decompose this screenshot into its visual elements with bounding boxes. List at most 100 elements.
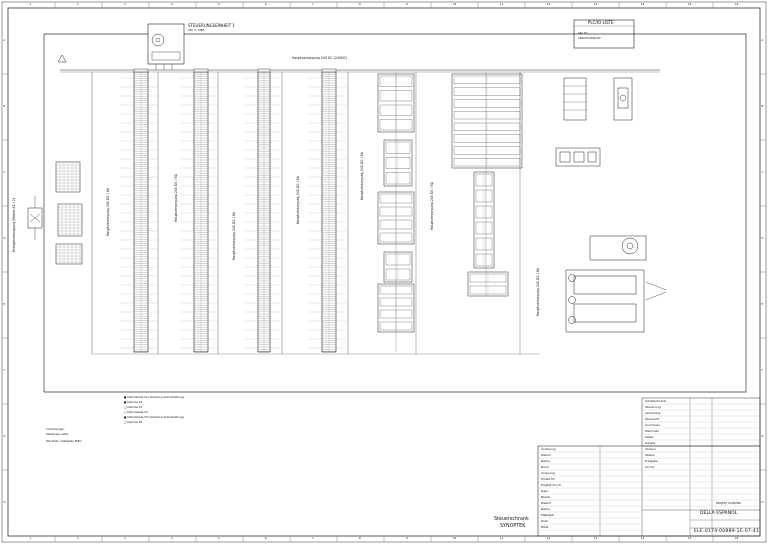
module-subtitle: CPU 3 / KMB — [188, 29, 204, 32]
main-frame — [43, 33, 747, 393]
title-block-cell: Datum — [541, 501, 552, 505]
border-number: 14 — [641, 3, 645, 6]
title-block-cell: Übersicht — [645, 417, 660, 421]
border-number: 12 — [547, 3, 551, 6]
title-block-cell: Freigabe — [645, 459, 658, 463]
border-number: 9 — [406, 537, 408, 540]
title-block-cell: Änderung — [541, 447, 556, 451]
bus-label-3: Hauptversorgung 24V DC / 8A — [232, 211, 236, 260]
border-number: 13 — [594, 3, 598, 6]
module-title: STEUERUNGSEINHEIT 1 — [188, 23, 235, 28]
left-terminal-blocks — [55, 161, 83, 265]
legend-item: □ Klemme X3 — [124, 406, 143, 409]
border-letter: H — [761, 501, 764, 504]
title-block-cell: Kabel — [645, 435, 654, 439]
border-number: 4 — [171, 537, 173, 540]
bus-label-2: Hauptversorgung 24V DC / 8A — [174, 173, 178, 222]
border-number: 13 — [594, 537, 598, 540]
border-number: 15 — [688, 537, 692, 540]
io-list-box — [573, 19, 635, 49]
border-letter: C — [3, 171, 6, 174]
title-block-cell: Datum — [541, 453, 552, 457]
border-letter: E — [3, 303, 6, 306]
border-number: 12 — [547, 537, 551, 540]
legend-item: □ Klemme X6 — [124, 421, 143, 424]
border-number: 14 — [641, 537, 645, 540]
title-block-cell: Name — [541, 459, 550, 463]
legend-item: ■ Klemmleiste X1 (Verteilung Sammelleitu… — [124, 396, 185, 399]
border-letter: G — [761, 435, 764, 438]
io-box-line1: 24V DC — [578, 32, 588, 35]
relay-columns — [377, 72, 523, 352]
border-number: 1 — [30, 537, 32, 540]
border-letter: D — [3, 237, 6, 240]
border-number: 16 — [735, 3, 739, 6]
border-letter: D — [761, 237, 764, 240]
border-number: 5 — [218, 537, 220, 540]
fuse-component — [27, 196, 43, 240]
border-letter: B — [761, 105, 764, 108]
title-block-cell: Bearb. — [541, 495, 551, 499]
border-number: 3 — [124, 537, 126, 540]
title-block-cell: Blatt — [541, 525, 549, 529]
drawing-title-1: Steuerschrank — [494, 517, 529, 522]
border-letter: F — [761, 369, 764, 372]
title-block-cell: Name — [541, 507, 550, 511]
border-number: 3 — [124, 3, 126, 6]
title-block-cell: Anschluss — [645, 423, 660, 427]
border-number: 8 — [359, 3, 361, 6]
title-block-cell: Maßstab — [541, 513, 554, 517]
border-letter: A — [3, 39, 6, 42]
bus-label-7: Hauptversorgung 24V DC / 8A — [536, 267, 540, 316]
border-number: 6 — [265, 537, 267, 540]
border-letter: E — [761, 303, 764, 306]
company-name: DELLA ESPANOL — [700, 511, 738, 516]
project-label: PROJEKT: PLANUNG — [716, 502, 741, 505]
border-number: 10 — [453, 3, 457, 6]
title-block-grid — [538, 403, 760, 531]
title-block-cell: Version — [645, 447, 657, 451]
note-line: Stückliste / Kabelliste EPRU — [46, 440, 82, 443]
border-letter: F — [3, 369, 6, 372]
border-letter: C — [761, 171, 764, 174]
title-block-cell: Archiv — [645, 465, 655, 469]
border-number: 16 — [735, 537, 739, 540]
warning-triangle-icon — [57, 54, 67, 63]
title-block-cell: Ersetzt durch — [541, 483, 561, 487]
title-block-cell: Status — [645, 453, 655, 457]
right-components — [555, 77, 667, 333]
title-block-cell: Zust. — [541, 519, 549, 523]
border-number: 2 — [77, 3, 79, 6]
terminal-strips — [120, 68, 346, 353]
border-number: 8 — [359, 537, 361, 540]
legend-item: □ Klemmleiste X4 — [124, 411, 148, 414]
title-block-cell: Ersatz für — [541, 477, 556, 481]
title-block-cell: Gepr. — [541, 489, 549, 493]
border-letter: H — [3, 501, 6, 504]
bus-label-5: Hauptversorgung 24V DC / 8A — [360, 151, 364, 200]
bus-label-4: Hauptversorgung 24V DC / 8A — [296, 175, 300, 224]
bus-label-6: Hauptversorgung 24V DC / 8A — [430, 181, 434, 230]
io-box-line2: ANSCHLUSSPLAN — [578, 37, 601, 40]
drawing-title-2: SYNOPTEK — [500, 524, 526, 529]
border-number: 9 — [406, 3, 408, 6]
title-block-cell: Klemmen — [645, 429, 660, 433]
title-block-cell: Verteilung — [645, 411, 661, 415]
title-block-cell: Geräte — [645, 441, 656, 445]
border-letter: A — [761, 39, 764, 42]
title-block-cell: Norm — [541, 465, 550, 469]
border-number: 11 — [500, 3, 504, 6]
controller-module — [147, 23, 185, 70]
border-number: 10 — [453, 537, 457, 540]
left-vertical-label: Energieversorgung (Ebene A1 / 2) — [12, 197, 16, 252]
border-number: 5 — [218, 3, 220, 6]
legend-item: ■ Klemme X2 — [124, 401, 143, 404]
border-number: 1 — [30, 3, 32, 6]
border-letter: B — [3, 105, 6, 108]
main-bus-label: Hauptversorgung 24V DC (24VDC) — [292, 56, 348, 60]
bus-label-1: Hauptversorgung 24V DC / 8A — [106, 187, 110, 236]
io-box-title: PLC/IO-LISTE — [588, 20, 614, 25]
border-number: 7 — [312, 537, 314, 540]
